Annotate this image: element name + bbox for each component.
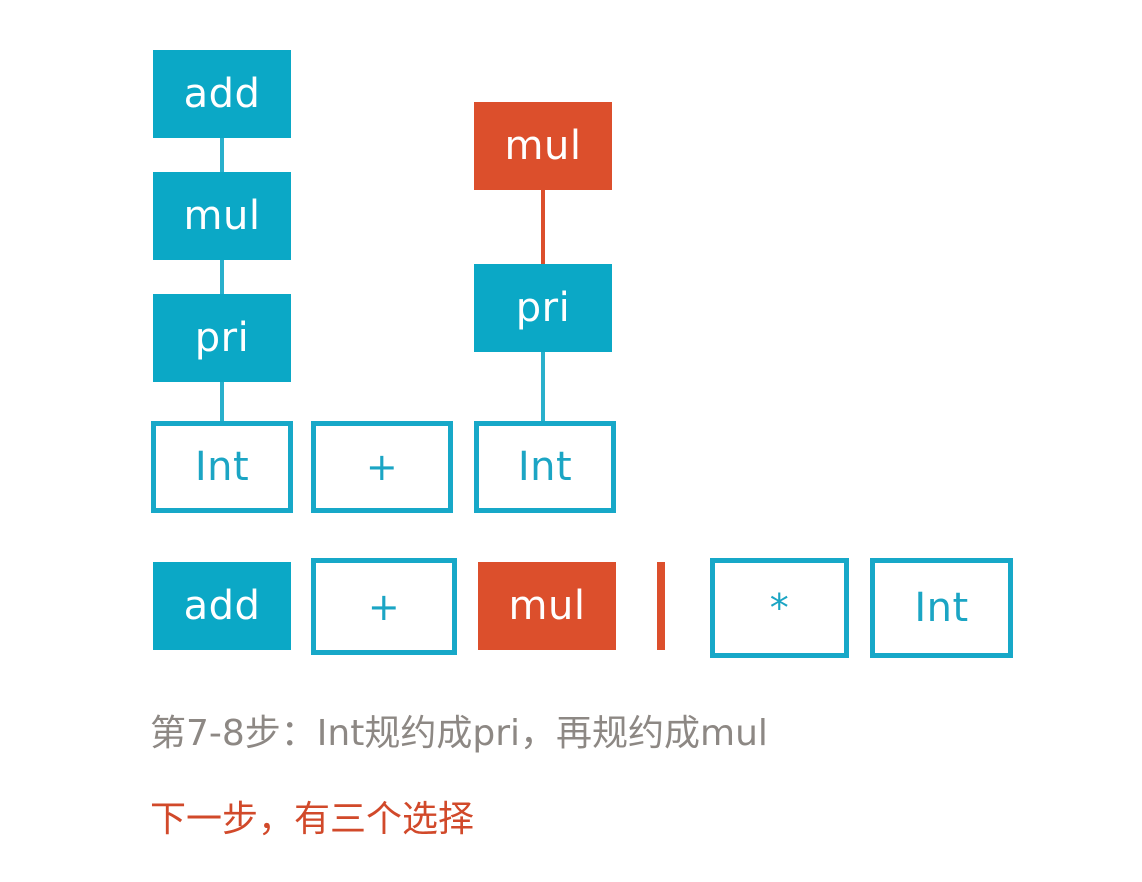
token-box-int-left-label: Int	[194, 444, 250, 490]
parse-position-caret	[657, 562, 665, 650]
token-box-int-right-label: Int	[517, 444, 573, 490]
token-box-plus[interactable]: +	[311, 421, 453, 513]
stack-node-mid-pri[interactable]: pri	[474, 264, 612, 352]
token-box-int-right[interactable]: Int	[474, 421, 616, 513]
result-box-star[interactable]: *	[710, 558, 849, 658]
stack-node-left-pri[interactable]: pri	[153, 294, 291, 382]
result-box-int[interactable]: Int	[870, 558, 1013, 658]
result-box-add-label: add	[183, 583, 261, 629]
result-box-mul[interactable]: mul	[478, 562, 616, 650]
connector-mid-mul-to-pri	[541, 182, 545, 292]
stack-node-left-add[interactable]: add	[153, 50, 291, 138]
caption-step-description: 第7-8步：Int规约成pri，再规约成mul	[150, 713, 768, 754]
connector-mid-pri-to-int	[541, 344, 545, 428]
result-box-plus[interactable]: +	[311, 558, 457, 655]
result-box-star-label: *	[769, 586, 790, 630]
connector-left-mul-to-pri	[220, 252, 224, 302]
result-box-add[interactable]: add	[153, 562, 291, 650]
stack-node-left-pri-label: pri	[194, 315, 250, 361]
result-box-plus-label: +	[367, 584, 401, 629]
result-box-int-label: Int	[914, 585, 969, 631]
stack-node-mid-pri-label: pri	[515, 285, 571, 331]
result-box-mul-label: mul	[508, 583, 586, 629]
stack-node-left-add-label: add	[183, 71, 261, 117]
stack-node-left-mul[interactable]: mul	[153, 172, 291, 260]
caption-next-step: 下一步，有三个选择	[150, 799, 475, 840]
stack-node-mid-mul[interactable]: mul	[474, 102, 612, 190]
token-box-int-left[interactable]: Int	[151, 421, 293, 513]
stack-node-left-mul-label: mul	[183, 193, 261, 239]
token-box-plus-label: +	[365, 445, 399, 489]
stack-node-mid-mul-label: mul	[504, 123, 582, 169]
connector-left-add-to-mul	[220, 130, 224, 180]
connector-left-pri-to-int	[220, 374, 224, 426]
